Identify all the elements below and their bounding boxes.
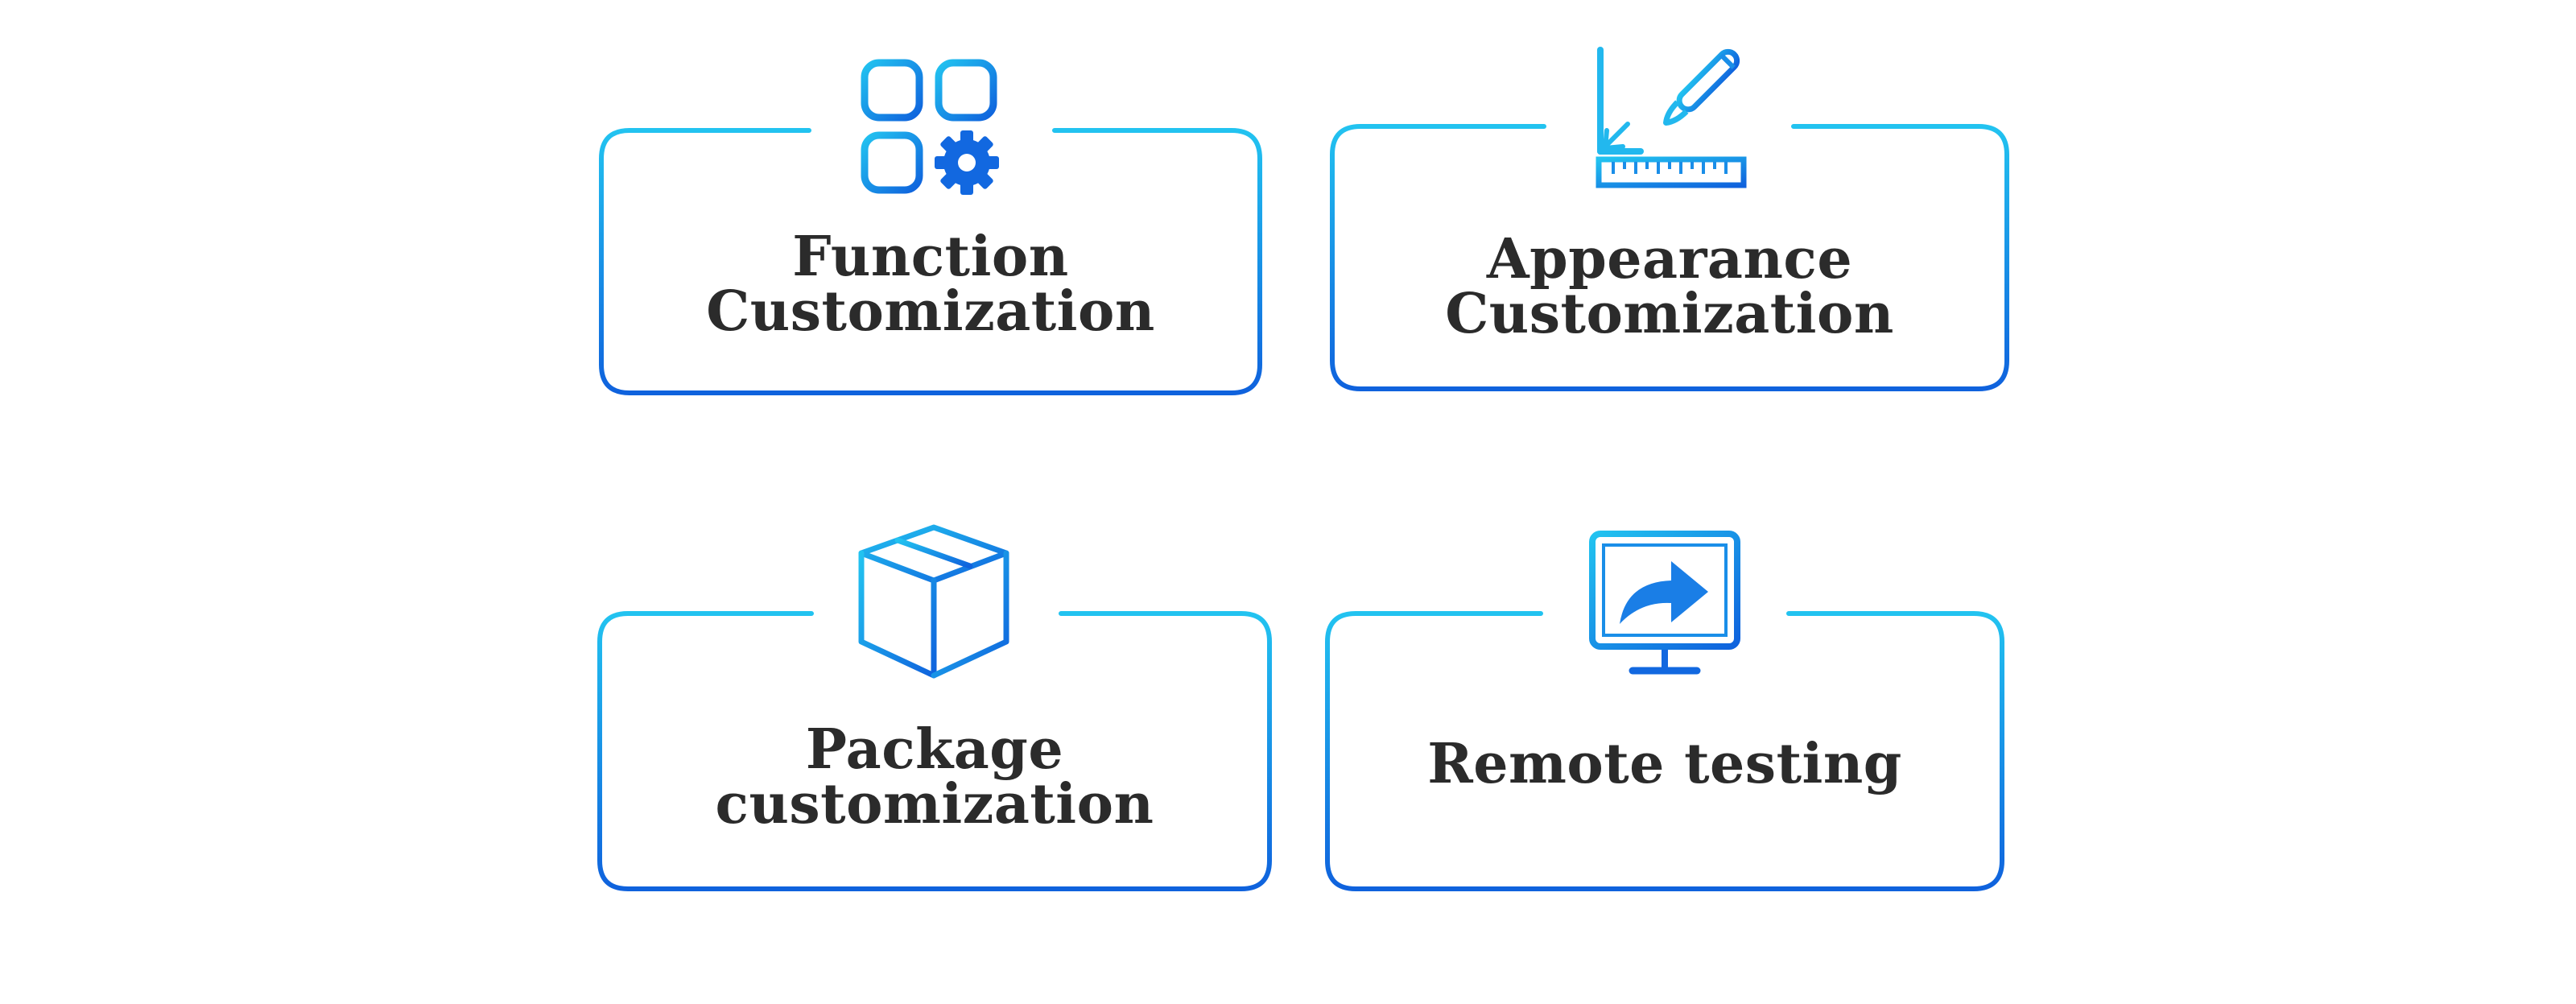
card-remote-testing: Remote testing [1322,531,2008,895]
card-package-customization: Package customization [594,524,1275,895]
card-appearance-customization: Appearance Customization [1327,47,2013,395]
card-frame [1330,124,2009,391]
card-title: Appearance Customization [1327,232,2013,341]
package-box-icon [858,524,1009,679]
card-title: Function Customization [596,229,1265,339]
card-title: Package customization [594,722,1275,832]
card-title-line: Package [805,717,1064,782]
card-function-customization: Function Customization [596,59,1265,399]
card-title-line: Customization [1445,282,1894,346]
card-title-line: Appearance [1486,227,1853,291]
card-title-line: Customization [706,279,1155,344]
card-title-line: Function [792,225,1069,289]
ruler-brush-icon [1596,47,1747,188]
card-title: Remote testing [1322,737,2008,791]
remote-monitor-icon [1589,531,1740,675]
apps-gear-icon [861,59,999,195]
card-frame [597,611,1272,891]
card-title-line: Remote testing [1427,732,1902,796]
card-frame [599,128,1262,395]
card-frame [1325,611,2004,891]
card-title-line: customization [715,772,1154,837]
